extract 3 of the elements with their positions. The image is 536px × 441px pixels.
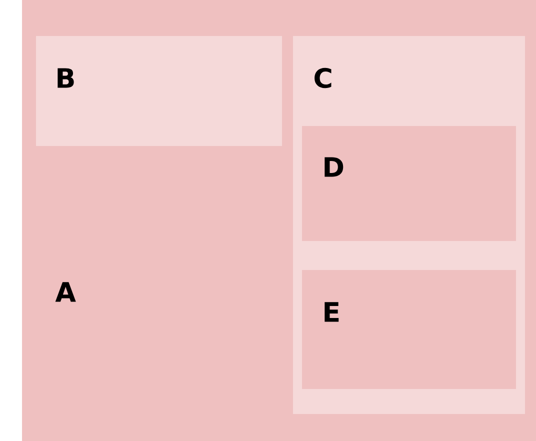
box: E <box>302 270 516 389</box>
box: D <box>302 126 516 241</box>
box: B <box>36 36 282 146</box>
